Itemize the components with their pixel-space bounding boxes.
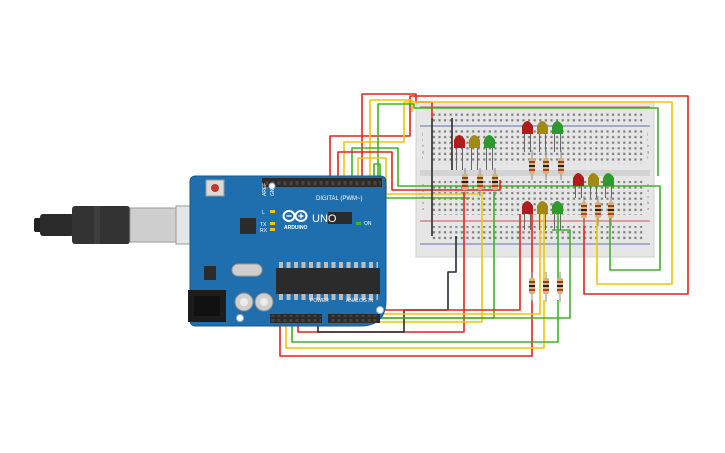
- svg-text:d: d: [647, 188, 649, 193]
- led-yellow-4: [537, 201, 548, 230]
- wire-yellow-mid: [357, 157, 480, 195]
- board-brand: ARDUINO: [284, 225, 307, 231]
- led-green-4: [552, 201, 563, 230]
- resistor-8: [595, 196, 601, 226]
- resistor-5: [543, 150, 549, 180]
- svg-text:j: j: [646, 131, 648, 136]
- resistor-12: [557, 272, 563, 302]
- led-yellow-3: [588, 173, 599, 198]
- resistor-4: [529, 150, 535, 180]
- resistor-1: [462, 168, 468, 196]
- svg-text:c: c: [647, 194, 649, 199]
- power-label: POWER: [310, 298, 329, 304]
- resistor-10: [529, 272, 535, 302]
- led-red-4: [522, 201, 533, 230]
- wire-green-mid: [373, 163, 470, 199]
- svg-text:j: j: [421, 131, 423, 136]
- svg-text:a: a: [422, 206, 425, 211]
- aref-label: AREF: [262, 183, 268, 196]
- on-label: ON: [364, 221, 372, 227]
- led-green-3: [603, 173, 614, 198]
- arduino-board: UNO ARDUINO DIGITAL (PWM~) POWER ANALOG …: [188, 175, 387, 327]
- l-label: L: [262, 210, 265, 216]
- wire-red-right-low: [380, 214, 521, 311]
- tx-label: TX: [260, 222, 267, 228]
- led-red-1: [454, 135, 465, 170]
- rx-label: RX: [260, 228, 268, 234]
- gnd-jumpers: [431, 118, 453, 236]
- wire-green-top: [377, 103, 659, 186]
- analog-label: ANALOG IN: [346, 298, 374, 304]
- resistor-3: [492, 168, 498, 196]
- svg-text:b: b: [647, 200, 650, 205]
- gnd-label: GND: [270, 185, 276, 197]
- led-yellow-2: [537, 121, 548, 152]
- svg-text:e: e: [422, 182, 425, 187]
- wire-yellow-top: [369, 99, 413, 186]
- led-red-2: [522, 121, 533, 152]
- svg-text:e: e: [647, 182, 650, 187]
- resistor-9: [608, 196, 614, 226]
- wire-red-top: [361, 93, 433, 186]
- resistor-6: [558, 150, 564, 180]
- resistor-2: [477, 168, 483, 196]
- led-green-2: [552, 121, 563, 152]
- led-red-3: [573, 173, 584, 198]
- svg-text:h: h: [422, 143, 424, 148]
- wire-red-outer: [329, 95, 689, 295]
- svg-text:b: b: [422, 200, 425, 205]
- digital-label: DIGITAL (PWM~): [316, 196, 363, 202]
- svg-text:g: g: [422, 149, 424, 154]
- svg-text:c: c: [422, 194, 424, 199]
- svg-text:g: g: [647, 149, 649, 154]
- arduino-logo-icon: [282, 210, 308, 222]
- board-model: UNO: [312, 213, 337, 225]
- wire-red-mid: [337, 151, 501, 191]
- leds: [454, 121, 614, 230]
- dc-jack-icon: [188, 290, 226, 322]
- wire-yellow-right-low: [380, 214, 541, 315]
- svg-text:a: a: [647, 206, 650, 211]
- svg-text:f: f: [647, 155, 649, 160]
- svg-text:f: f: [422, 155, 424, 160]
- resistors: [462, 150, 614, 302]
- svg-text:i: i: [647, 137, 648, 142]
- svg-text:h: h: [647, 143, 649, 148]
- led-yellow-1: [469, 135, 480, 170]
- wire-green-outer: [351, 147, 661, 271]
- led-green-1: [484, 135, 495, 170]
- resistor-7: [581, 196, 587, 226]
- reset-button-icon: [205, 179, 225, 197]
- svg-text:i: i: [422, 137, 423, 142]
- resistor-11: [543, 272, 549, 302]
- wire-yellow-outer: [343, 101, 673, 285]
